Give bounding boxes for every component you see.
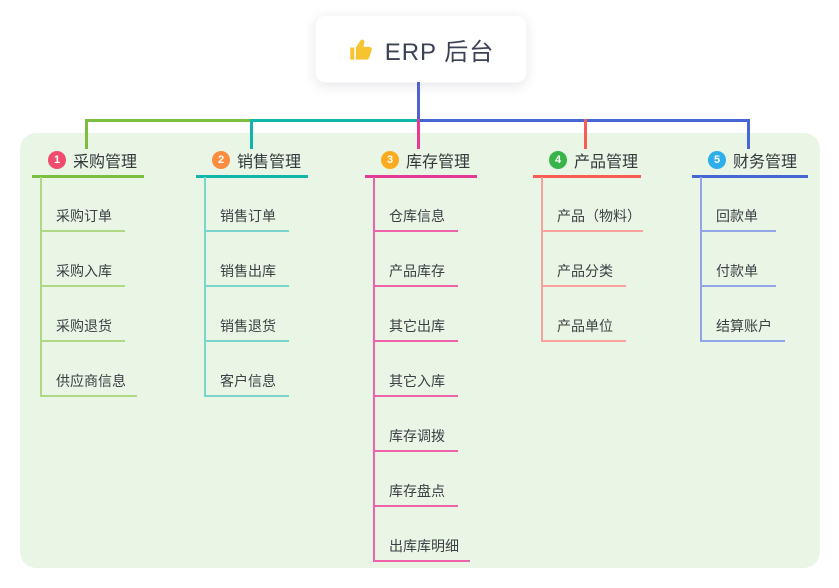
node-underline (204, 340, 289, 342)
connector-root-drop (417, 82, 420, 120)
branch-4-header[interactable]: 4 产品管理 (549, 149, 638, 171)
branch-3-label: 库存管理 (406, 154, 471, 171)
node-underline (700, 285, 776, 287)
root-title: ERP 后台 (384, 38, 495, 66)
connector-drop-2 (250, 119, 253, 149)
panel-background (20, 133, 820, 568)
node-label[interactable]: 产品分类 (557, 263, 613, 279)
branch-1-trunk (40, 177, 42, 397)
node-underline (40, 285, 125, 287)
node-underline (373, 395, 458, 397)
node-label[interactable]: 销售订单 (220, 208, 276, 224)
thumbs-up-icon (348, 36, 375, 63)
node-underline (373, 285, 458, 287)
branch-2-header[interactable]: 2 销售管理 (212, 149, 301, 171)
node-underline (204, 285, 289, 287)
root-node[interactable]: ERP 后台 (315, 15, 527, 83)
node-underline (541, 230, 643, 232)
branch-3-underline (365, 175, 477, 178)
branch-4-label: 产品管理 (574, 154, 639, 171)
branch-5-header[interactable]: 5 财务管理 (708, 149, 797, 171)
branch-1-underline (32, 175, 144, 178)
node-underline (373, 450, 458, 452)
branch-3-badge: 3 (381, 151, 399, 169)
connector-drop-1 (85, 119, 88, 149)
node-underline (373, 340, 458, 342)
node-label[interactable]: 供应商信息 (56, 373, 126, 389)
branch-4-badge: 4 (549, 151, 567, 169)
node-label[interactable]: 付款单 (716, 263, 758, 279)
node-underline (541, 285, 626, 287)
branch-2-trunk (204, 177, 206, 397)
branch-4-trunk (541, 177, 543, 342)
node-label[interactable]: 库存盘点 (389, 483, 445, 499)
node-underline (373, 560, 470, 562)
node-underline (541, 340, 626, 342)
node-label[interactable]: 客户信息 (220, 373, 276, 389)
connector-bus-green (85, 119, 252, 122)
branch-5-badge: 5 (708, 151, 726, 169)
node-label[interactable]: 其它入库 (389, 373, 445, 389)
branch-1-badge: 1 (48, 151, 66, 169)
connector-bus-teal (251, 119, 420, 122)
node-label[interactable]: 产品（物料） (557, 208, 641, 224)
node-underline (204, 395, 289, 397)
node-underline (373, 505, 458, 507)
node-label[interactable]: 结算账户 (716, 318, 772, 334)
node-underline (40, 230, 125, 232)
connector-drop-4 (584, 119, 587, 149)
node-label[interactable]: 其它出库 (389, 318, 445, 334)
node-label[interactable]: 采购订单 (56, 208, 112, 224)
node-underline (700, 340, 785, 342)
connector-drop-5 (747, 119, 750, 149)
branch-2-label: 销售管理 (237, 154, 302, 171)
node-label[interactable]: 采购入库 (56, 263, 112, 279)
branch-2-badge: 2 (212, 151, 230, 169)
node-label[interactable]: 出库库明细 (389, 538, 459, 554)
node-label[interactable]: 采购退货 (56, 318, 112, 334)
node-label[interactable]: 销售出库 (220, 263, 276, 279)
branch-5-underline (692, 175, 808, 178)
node-label[interactable]: 库存调拨 (389, 428, 445, 444)
connector-drop-3 (417, 119, 420, 149)
node-label[interactable]: 仓库信息 (389, 208, 445, 224)
node-label[interactable]: 产品单位 (557, 318, 613, 334)
branch-1-label: 采购管理 (73, 154, 138, 171)
node-label[interactable]: 回款单 (716, 208, 758, 224)
branch-2-underline (196, 175, 308, 178)
node-underline (40, 395, 137, 397)
node-underline (373, 230, 458, 232)
node-underline (700, 230, 776, 232)
branch-5-label: 财务管理 (733, 154, 798, 171)
branch-1-header[interactable]: 1 采购管理 (48, 149, 137, 171)
node-label[interactable]: 产品库存 (389, 263, 445, 279)
branch-5-trunk (700, 177, 702, 342)
node-label[interactable]: 销售退货 (220, 318, 276, 334)
branch-3-header[interactable]: 3 库存管理 (381, 149, 470, 171)
node-underline (204, 230, 289, 232)
branch-4-underline (533, 175, 641, 178)
branch-3-trunk (373, 177, 375, 562)
node-underline (40, 340, 125, 342)
